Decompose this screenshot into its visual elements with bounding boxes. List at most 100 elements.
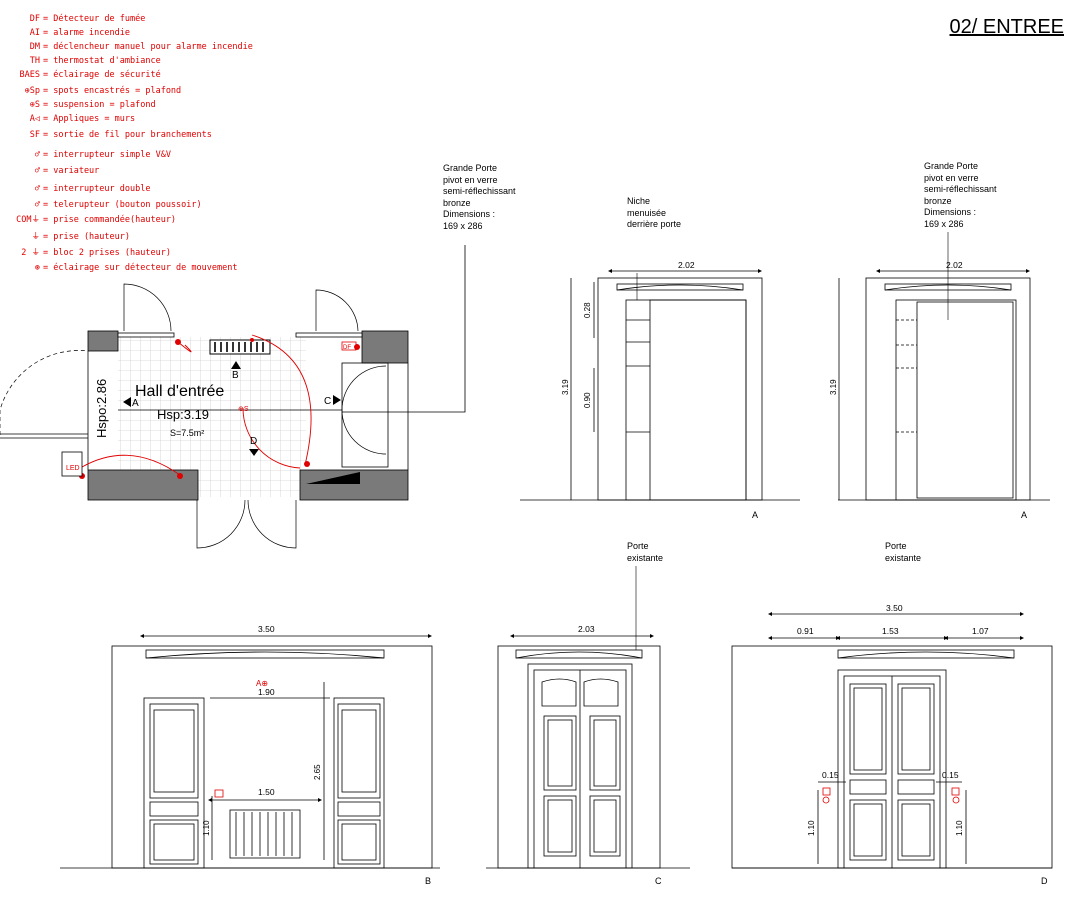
legend-symbol: DM — [29, 42, 40, 52]
legend-item: ⏚= prise (hauteur) — [0, 230, 130, 242]
dim-b-inner: 1.90 — [258, 687, 275, 697]
legend-symbol: ⊕Sp — [24, 86, 40, 96]
elevation-a2-label: A — [1021, 510, 1027, 520]
wall-thin — [117, 332, 175, 338]
note-porte-existante: Porte existante — [627, 541, 664, 563]
legend-item: ♂= interrupteur double — [0, 184, 151, 194]
legend-item: ♂= variateur — [0, 166, 99, 176]
room-name: Hall d'entrée — [135, 383, 224, 400]
dim-a2-width: 2.02 — [946, 260, 963, 270]
legend-symbol: BAES — [19, 70, 40, 80]
elevation-c-label: C — [655, 876, 662, 886]
legend-text: = bloc 2 prises (hauteur) — [43, 248, 171, 258]
legend-item: AI= alarme incendie — [0, 28, 130, 38]
legend-item: A◁= Appliques = murs — [0, 114, 135, 124]
legend-text: = interrupteur simple V&V — [43, 150, 171, 160]
elevation-a2 — [838, 232, 1050, 501]
applique-symbol: A⊕ — [256, 679, 268, 688]
step — [306, 472, 360, 484]
legend-text: = éclairage sur détecteur de mouvement — [43, 263, 238, 273]
wall — [87, 330, 119, 352]
view-d-label: D — [250, 436, 257, 447]
led-symbol: LED — [66, 465, 80, 472]
legend-item: ⊕Sp= spots encastrés = plafond — [0, 86, 182, 96]
note-porte-pivot-2: Grande Porte pivot en verre semi-réflech… — [924, 161, 997, 229]
legend-text: = telerupteur (bouton poussoir) — [43, 200, 202, 210]
switch-symbol — [822, 787, 831, 796]
legend-text: = déclencheur manuel pour alarme incendi… — [43, 42, 253, 52]
view-b-label: B — [232, 370, 239, 381]
legend-item: TH= thermostat d'ambiance — [0, 56, 161, 66]
legend-text: = Détecteur de fumée — [43, 14, 146, 24]
legend-item: DM= déclencheur manuel pour alarme incen… — [0, 42, 253, 52]
door-swing — [315, 289, 359, 332]
dim-b-h2: 2.65 — [313, 764, 322, 780]
elevation-a1-label: A — [752, 510, 758, 520]
legend-text: = éclairage de sécurité — [43, 70, 161, 80]
door-swing — [341, 365, 387, 411]
wall-thin — [295, 332, 363, 338]
dim-a1-h1: 0.28 — [583, 302, 592, 318]
led-box — [61, 451, 83, 477]
alcove — [341, 362, 389, 468]
room-surface: S=7.5m² — [170, 428, 204, 438]
dim-a1-h2: 0.90 — [583, 392, 592, 408]
view-c-label: C — [324, 396, 331, 407]
power-point — [175, 339, 181, 345]
wiring — [81, 334, 312, 476]
switch-symbol — [822, 796, 830, 804]
view-arrow-d — [249, 449, 259, 456]
door-swing — [341, 409, 387, 455]
dim-d-w2: 1.53 — [882, 626, 899, 636]
legend-item: SF= sortie de fil pour branchements — [0, 130, 212, 140]
door-swing — [123, 283, 172, 332]
dim-a1-height: 3.19 — [561, 379, 570, 395]
elevation-c — [486, 566, 690, 869]
legend-symbol: COM⏚ — [16, 215, 40, 225]
dim-a1-width: 2.02 — [678, 260, 695, 270]
power-point — [354, 344, 360, 350]
view-arrow-b — [231, 361, 241, 369]
socket-symbol — [214, 789, 224, 798]
elevation-b-label: B — [425, 876, 431, 886]
dim-d-w1: 0.91 — [797, 626, 814, 636]
room-hspo: Hspo:2.86 — [94, 379, 109, 438]
smoke-detector-symbol — [341, 341, 357, 351]
note-porte-pivot: Grande Porte pivot en verre semi-réflech… — [443, 163, 516, 231]
power-point — [250, 338, 254, 342]
legend-symbol: 2 ⏚ — [21, 248, 40, 258]
legend-item: ♂= telerupteur (bouton poussoir) — [0, 200, 202, 210]
dim-b-rad: 1.50 — [258, 787, 275, 797]
legend-item: 2 ⏚= bloc 2 prises (hauteur) — [0, 246, 171, 258]
legend-symbol: ♂ — [34, 184, 40, 194]
legend-text: = prise (hauteur) — [43, 232, 130, 242]
legend-text: = suspension = plafond — [43, 100, 156, 110]
power-point — [304, 461, 310, 467]
legend-symbol: ♂ — [34, 150, 40, 160]
door-swing — [196, 499, 246, 549]
legend-text: = prise commandée(hauteur) — [43, 215, 177, 225]
dim-b-h1: 1.10 — [202, 820, 211, 836]
legend-item: ♂= interrupteur simple V&V — [0, 150, 171, 160]
legend-item: DF= Détecteur de fumée — [0, 14, 146, 24]
door-swing — [247, 499, 297, 549]
legend-symbol: AI — [29, 28, 40, 38]
dim-d-s1: 0.15 — [822, 770, 839, 780]
legend-symbol: ♂ — [34, 200, 40, 210]
view-arrow-c — [333, 395, 341, 405]
legend-symbol: ♂ — [34, 166, 40, 176]
legend-symbol: ⏚ — [31, 232, 40, 242]
legend-item: ⊛= éclairage sur détecteur de mouvement — [0, 263, 238, 273]
wall — [361, 330, 409, 364]
dim-b-width: 3.50 — [258, 624, 275, 634]
legend-item: ⊕S= suspension = plafond — [0, 100, 156, 110]
legend-symbol: A◁ — [29, 114, 40, 124]
view-a-label: A — [132, 398, 139, 409]
dim-d-h1: 1.10 — [807, 820, 816, 836]
dim-c-width: 2.03 — [578, 624, 595, 634]
legend-symbol: TH — [29, 56, 40, 66]
view-arrow-a — [123, 397, 131, 407]
suspension-symbol: ⊕S — [238, 406, 249, 413]
legend-symbol: ⊛ — [34, 263, 40, 273]
